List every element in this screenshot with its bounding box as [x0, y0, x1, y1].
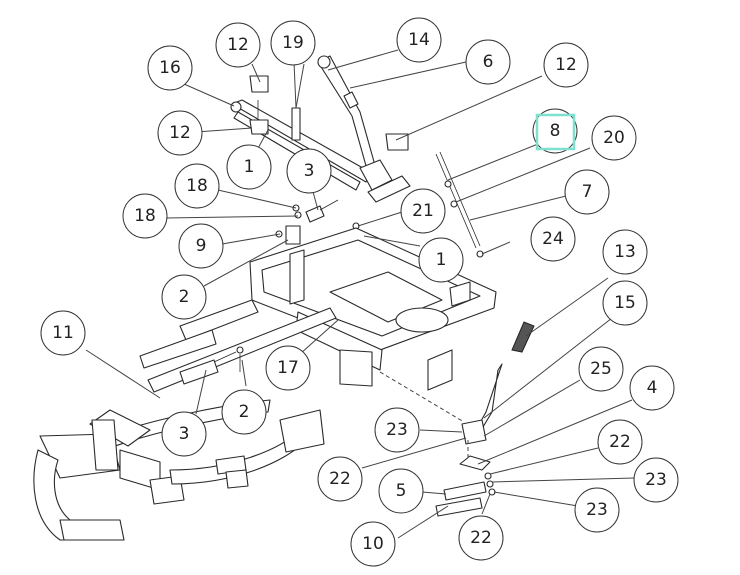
callout-7: 7	[564, 169, 610, 215]
svg-text:22: 22	[470, 528, 492, 548]
callout-20: 20	[591, 115, 637, 161]
svg-text:2: 2	[239, 402, 250, 422]
callout-12-right: 12	[543, 42, 589, 88]
callout-6: 6	[465, 39, 511, 85]
svg-text:17: 17	[277, 358, 299, 378]
svg-text:6: 6	[483, 52, 494, 72]
callout-5: 5	[378, 468, 424, 514]
callout-12-left: 12	[157, 110, 203, 156]
svg-text:12: 12	[169, 123, 191, 143]
svg-text:16: 16	[159, 58, 181, 78]
svg-text:13: 13	[614, 242, 636, 262]
callout-8: 8	[532, 108, 578, 154]
svg-text:22: 22	[609, 432, 631, 452]
callout-22-right: 22	[597, 419, 643, 465]
svg-text:20: 20	[603, 128, 625, 148]
callout-14: 14	[396, 17, 442, 63]
callout-3-upper: 3	[286, 148, 332, 194]
svg-text:8: 8	[550, 121, 561, 141]
svg-text:23: 23	[645, 470, 667, 490]
svg-text:25: 25	[590, 359, 612, 379]
svg-text:18: 18	[186, 176, 208, 196]
callout-18-upper: 18	[174, 163, 220, 209]
leader-lines	[85, 49, 635, 539]
svg-text:15: 15	[614, 293, 636, 313]
callout-2-upper: 2	[161, 274, 207, 320]
callout-17: 17	[265, 345, 311, 391]
callout-15: 15	[602, 280, 648, 326]
svg-text:1: 1	[244, 157, 255, 177]
frame-assembly-drawing	[33, 55, 535, 541]
svg-text:3: 3	[304, 161, 315, 181]
callout-13: 13	[602, 229, 648, 275]
callout-23-mid: 23	[374, 407, 420, 453]
svg-text:2: 2	[179, 287, 190, 307]
callout-1-top: 1	[226, 144, 272, 190]
svg-text:19: 19	[282, 33, 304, 53]
svg-text:10: 10	[362, 534, 384, 554]
svg-text:24: 24	[542, 229, 564, 249]
svg-text:22: 22	[329, 469, 351, 489]
callout-18-lower: 18	[122, 193, 168, 239]
callout-24: 24	[530, 216, 576, 262]
callout-23-lower: 23	[574, 487, 620, 533]
svg-text:23: 23	[586, 500, 608, 520]
callout-3-lower: 3	[161, 411, 207, 457]
callout-8-highlight	[535, 113, 576, 151]
callout-16: 16	[147, 45, 193, 91]
svg-text:3: 3	[179, 424, 190, 444]
svg-text:21: 21	[412, 201, 434, 221]
svg-text:12: 12	[227, 35, 249, 55]
callout-22-bottom: 22	[458, 515, 504, 561]
svg-text:11: 11	[52, 323, 74, 343]
svg-text:7: 7	[582, 182, 593, 202]
callout-12-top: 12	[215, 22, 261, 68]
callout-2-lower: 2	[221, 389, 267, 435]
callout-1-right: 1	[418, 237, 464, 283]
callout-10: 10	[350, 521, 396, 567]
svg-text:23: 23	[386, 420, 408, 440]
callout-23-right: 23	[633, 457, 679, 503]
svg-text:1: 1	[436, 250, 447, 270]
svg-text:18: 18	[134, 206, 156, 226]
callout-22-left: 22	[317, 456, 363, 502]
callout-4: 4	[629, 365, 675, 411]
callout-9: 9	[178, 223, 224, 269]
callout-25: 25	[578, 346, 624, 392]
callout-19: 19	[270, 20, 316, 66]
svg-text:9: 9	[196, 236, 207, 256]
svg-text:12: 12	[555, 55, 577, 75]
svg-text:5: 5	[396, 481, 407, 501]
svg-text:14: 14	[408, 30, 430, 50]
svg-text:4: 4	[647, 378, 658, 398]
callout-11: 11	[40, 310, 86, 356]
callout-21: 21	[400, 188, 446, 234]
